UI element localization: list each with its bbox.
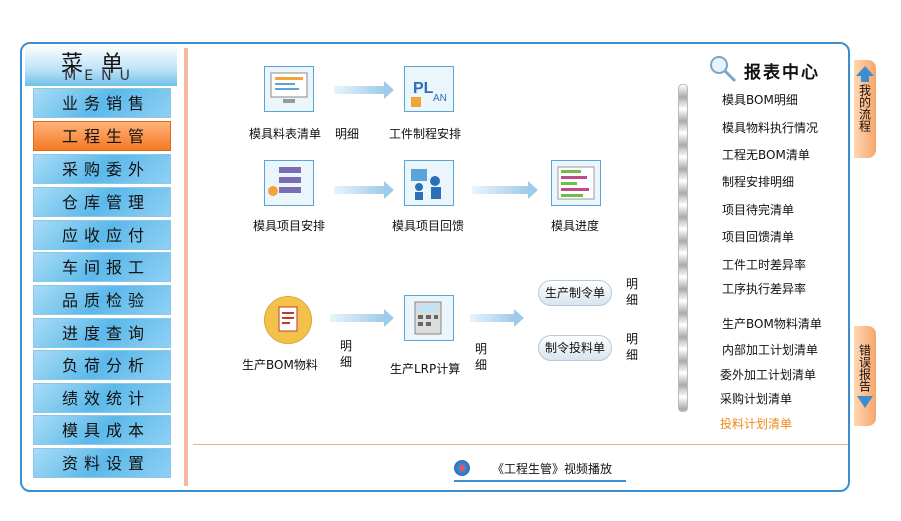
report-chain-decoration: [678, 84, 688, 412]
material-issue-button[interactable]: 制令投料单: [538, 335, 612, 361]
production-order-detail[interactable]: 明细: [625, 277, 638, 307]
flow-arrow: [472, 181, 538, 199]
menu-item-quality[interactable]: 品质检验: [33, 285, 171, 315]
my-flow-tab[interactable]: 我的流程: [854, 60, 876, 158]
flow-arrow: [470, 309, 524, 327]
menu-header: 菜单 MENU: [25, 44, 177, 86]
svg-text:PL: PL: [413, 80, 434, 97]
report-item[interactable]: 委外加工计划清单: [720, 368, 817, 382]
report-center-title: 报表中心: [744, 63, 820, 83]
bom-material-detail[interactable]: 明细: [339, 339, 352, 369]
production-order-button[interactable]: 生产制令单: [538, 280, 612, 306]
video-label[interactable]: 《工程生管》视频播放: [492, 462, 613, 476]
report-item[interactable]: 模具BOM明细: [722, 93, 798, 107]
mold-progress-label[interactable]: 模具进度: [551, 219, 600, 233]
menu-item-load[interactable]: 负荷分析: [33, 350, 171, 380]
video-play-link[interactable]: 《工程生管》视频播放: [454, 458, 626, 482]
project-arrange-label[interactable]: 模具项目安排: [253, 219, 326, 233]
menu-item-performance[interactable]: 绩效统计: [33, 383, 171, 413]
report-item[interactable]: 制程安排明细: [722, 175, 795, 189]
project-feedback-label[interactable]: 模具项目回馈: [392, 219, 465, 233]
flow-arrow: [334, 181, 394, 199]
menu-item-settings[interactable]: 资料设置: [33, 448, 171, 478]
material-issue-detail[interactable]: 明细: [625, 332, 638, 362]
mold-bom-detail[interactable]: 明细: [335, 127, 360, 141]
report-item[interactable]: 工件工时差异率: [722, 258, 807, 272]
bottom-divider: [193, 444, 848, 445]
svg-text:AN: AN: [433, 93, 447, 104]
lrp-calc-icon[interactable]: [404, 295, 454, 341]
report-item[interactable]: 工程无BOM清单: [722, 148, 810, 162]
report-item[interactable]: 项目待完清单: [722, 203, 795, 217]
play-icon[interactable]: [454, 460, 470, 476]
mold-progress-icon[interactable]: [551, 160, 601, 206]
project-feedback-icon[interactable]: [404, 160, 454, 206]
search-icon: [710, 56, 737, 83]
report-item[interactable]: 生产BOM物料清单: [722, 317, 822, 331]
menu-item-warehouse[interactable]: 仓库管理: [33, 187, 171, 217]
menu-subtitle: MENU: [64, 68, 138, 84]
report-item[interactable]: 工序执行差异率: [722, 282, 807, 296]
menu-item-sales[interactable]: 业务销售: [33, 88, 171, 118]
menu-item-receivable[interactable]: 应收应付: [33, 220, 171, 250]
report-item[interactable]: 采购计划清单: [720, 392, 793, 406]
error-report-tab[interactable]: 错误报告: [854, 326, 876, 426]
report-item[interactable]: 内部加工计划清单: [722, 343, 819, 357]
error-report-tab-label: 错误报告: [857, 344, 872, 392]
down-arrow-icon: [857, 396, 873, 408]
lrp-calc-label[interactable]: 生产LRP计算: [390, 362, 461, 376]
up-arrow-icon: [856, 66, 874, 82]
report-item[interactable]: 项目回馈清单: [722, 230, 795, 244]
bom-material-icon[interactable]: [264, 296, 312, 344]
process-plan-label[interactable]: 工件制程安排: [389, 127, 462, 141]
mold-bom-icon[interactable]: [264, 66, 314, 112]
my-flow-tab-label: 我的流程: [857, 84, 872, 132]
menu-divider: [184, 48, 188, 486]
menu-item-engineering[interactable]: 工程生管: [33, 121, 171, 151]
mold-bom-label[interactable]: 模具料表清单: [249, 127, 322, 141]
report-item-highlighted[interactable]: 投料计划清单: [720, 417, 793, 431]
menu-item-progress[interactable]: 进度查询: [33, 318, 171, 348]
menu-item-purchase[interactable]: 采购委外: [33, 154, 171, 184]
flow-arrow: [334, 81, 394, 99]
lrp-calc-detail[interactable]: 明细: [474, 342, 487, 372]
menu-title: 菜单: [60, 52, 141, 77]
bom-material-label[interactable]: 生产BOM物料: [242, 358, 318, 372]
flow-arrow: [330, 309, 394, 327]
menu-item-workshop[interactable]: 车间报工: [33, 252, 171, 282]
menu-item-mold-cost[interactable]: 模具成本: [33, 415, 171, 445]
project-arrange-icon[interactable]: [264, 160, 314, 206]
report-item[interactable]: 模具物料执行情况: [722, 121, 819, 135]
